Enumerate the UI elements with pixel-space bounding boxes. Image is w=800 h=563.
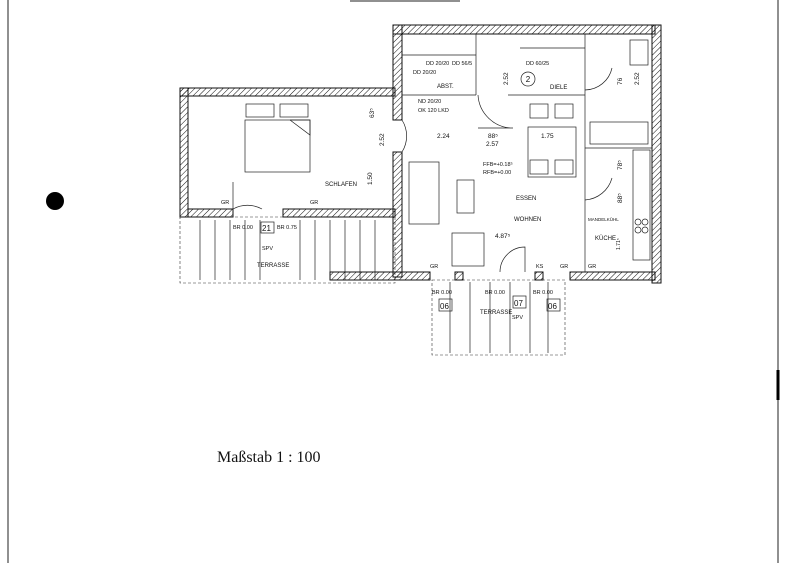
level-mark: FFB=+0.18⁵ xyxy=(483,161,513,168)
label-mantelkuehl: MANDELKÜHL xyxy=(588,216,619,222)
mark-br: BR 0.00 xyxy=(432,290,452,296)
room-label-kueche: KÜCHE xyxy=(595,235,616,242)
mark-dd: DD 20/20 xyxy=(413,70,436,76)
mark-dd: DD 56/5 xyxy=(452,61,472,67)
unit-number: 2 xyxy=(526,75,531,84)
dim-label: 63⁵ xyxy=(369,108,376,118)
window-tag: 07 xyxy=(514,299,523,308)
dim-label: 4.87⁵ xyxy=(495,233,511,240)
room-label-diele: DIELE xyxy=(550,85,567,91)
mark-gr: GR xyxy=(430,264,438,270)
plan-marks: GR GR GR GR GR KS BR 0.00 BR 0.75 BR 0.0… xyxy=(221,61,596,321)
mark-dd: DD 20/20 xyxy=(426,61,449,67)
terrace-bottom xyxy=(431,279,566,356)
scale-label: Maßstab 1 : 100 xyxy=(217,449,321,466)
mark-nd: ND 20/20 xyxy=(418,99,441,105)
mark-br: BR 0.00 xyxy=(533,290,553,296)
dim-label: 2.52 xyxy=(634,72,641,85)
mark-br: BR 0.75 xyxy=(277,225,297,231)
room-label-terrasse-left: TERRASSE xyxy=(257,263,289,269)
unit-number-circle xyxy=(520,71,536,87)
mark-br: BR 0.00 xyxy=(233,225,253,231)
window-tag: 06 xyxy=(440,302,449,311)
mark-gr: GR xyxy=(221,200,229,206)
room-label-essen: ESSEN xyxy=(516,196,536,202)
mark-ok: OK 120 LKD xyxy=(418,108,449,114)
mark-br: BR 0.00 xyxy=(485,290,505,296)
mark-ks: KS xyxy=(536,264,544,270)
dim-label: 78⁵ xyxy=(617,160,624,170)
mark-spv: SPV xyxy=(262,246,273,252)
mark-spv: SPV xyxy=(512,315,523,321)
dim-label: 76 xyxy=(617,77,624,85)
dim-label: 88⁵ xyxy=(488,133,498,140)
level-mark: RFB=+0.00 xyxy=(483,170,511,176)
mark-gr: GR xyxy=(560,264,568,270)
walls xyxy=(179,24,662,284)
room-label-abst: ABST. xyxy=(437,84,454,90)
mark-dd: DD 60/25 xyxy=(526,61,549,67)
partitions xyxy=(232,34,652,273)
window-tag: 06 xyxy=(548,302,557,311)
mark-gr: GR xyxy=(588,264,596,270)
window-tag: 21 xyxy=(262,224,271,233)
room-label-schlafen: SCHLAFEN xyxy=(325,182,357,188)
room-label-terrasse-bottom: TERRASSE xyxy=(480,310,512,316)
dim-label: 2.57 xyxy=(486,141,499,148)
dim-label: 1.50 xyxy=(367,172,374,185)
dim-label: 2.52 xyxy=(503,72,510,85)
room-label-wohnen: WOHNEN xyxy=(514,217,541,223)
mark-gr: GR xyxy=(310,200,318,206)
dim-label: 2.52 xyxy=(379,133,386,146)
window-tags: 21 06 07 06 xyxy=(260,221,561,312)
dim-label: 88⁵ xyxy=(617,193,624,203)
dim-label: 1.71⁵ xyxy=(616,238,622,250)
punch-hole xyxy=(46,192,64,210)
dim-label: 2.24 xyxy=(437,133,450,140)
dim-label: 1.75 xyxy=(541,133,554,140)
